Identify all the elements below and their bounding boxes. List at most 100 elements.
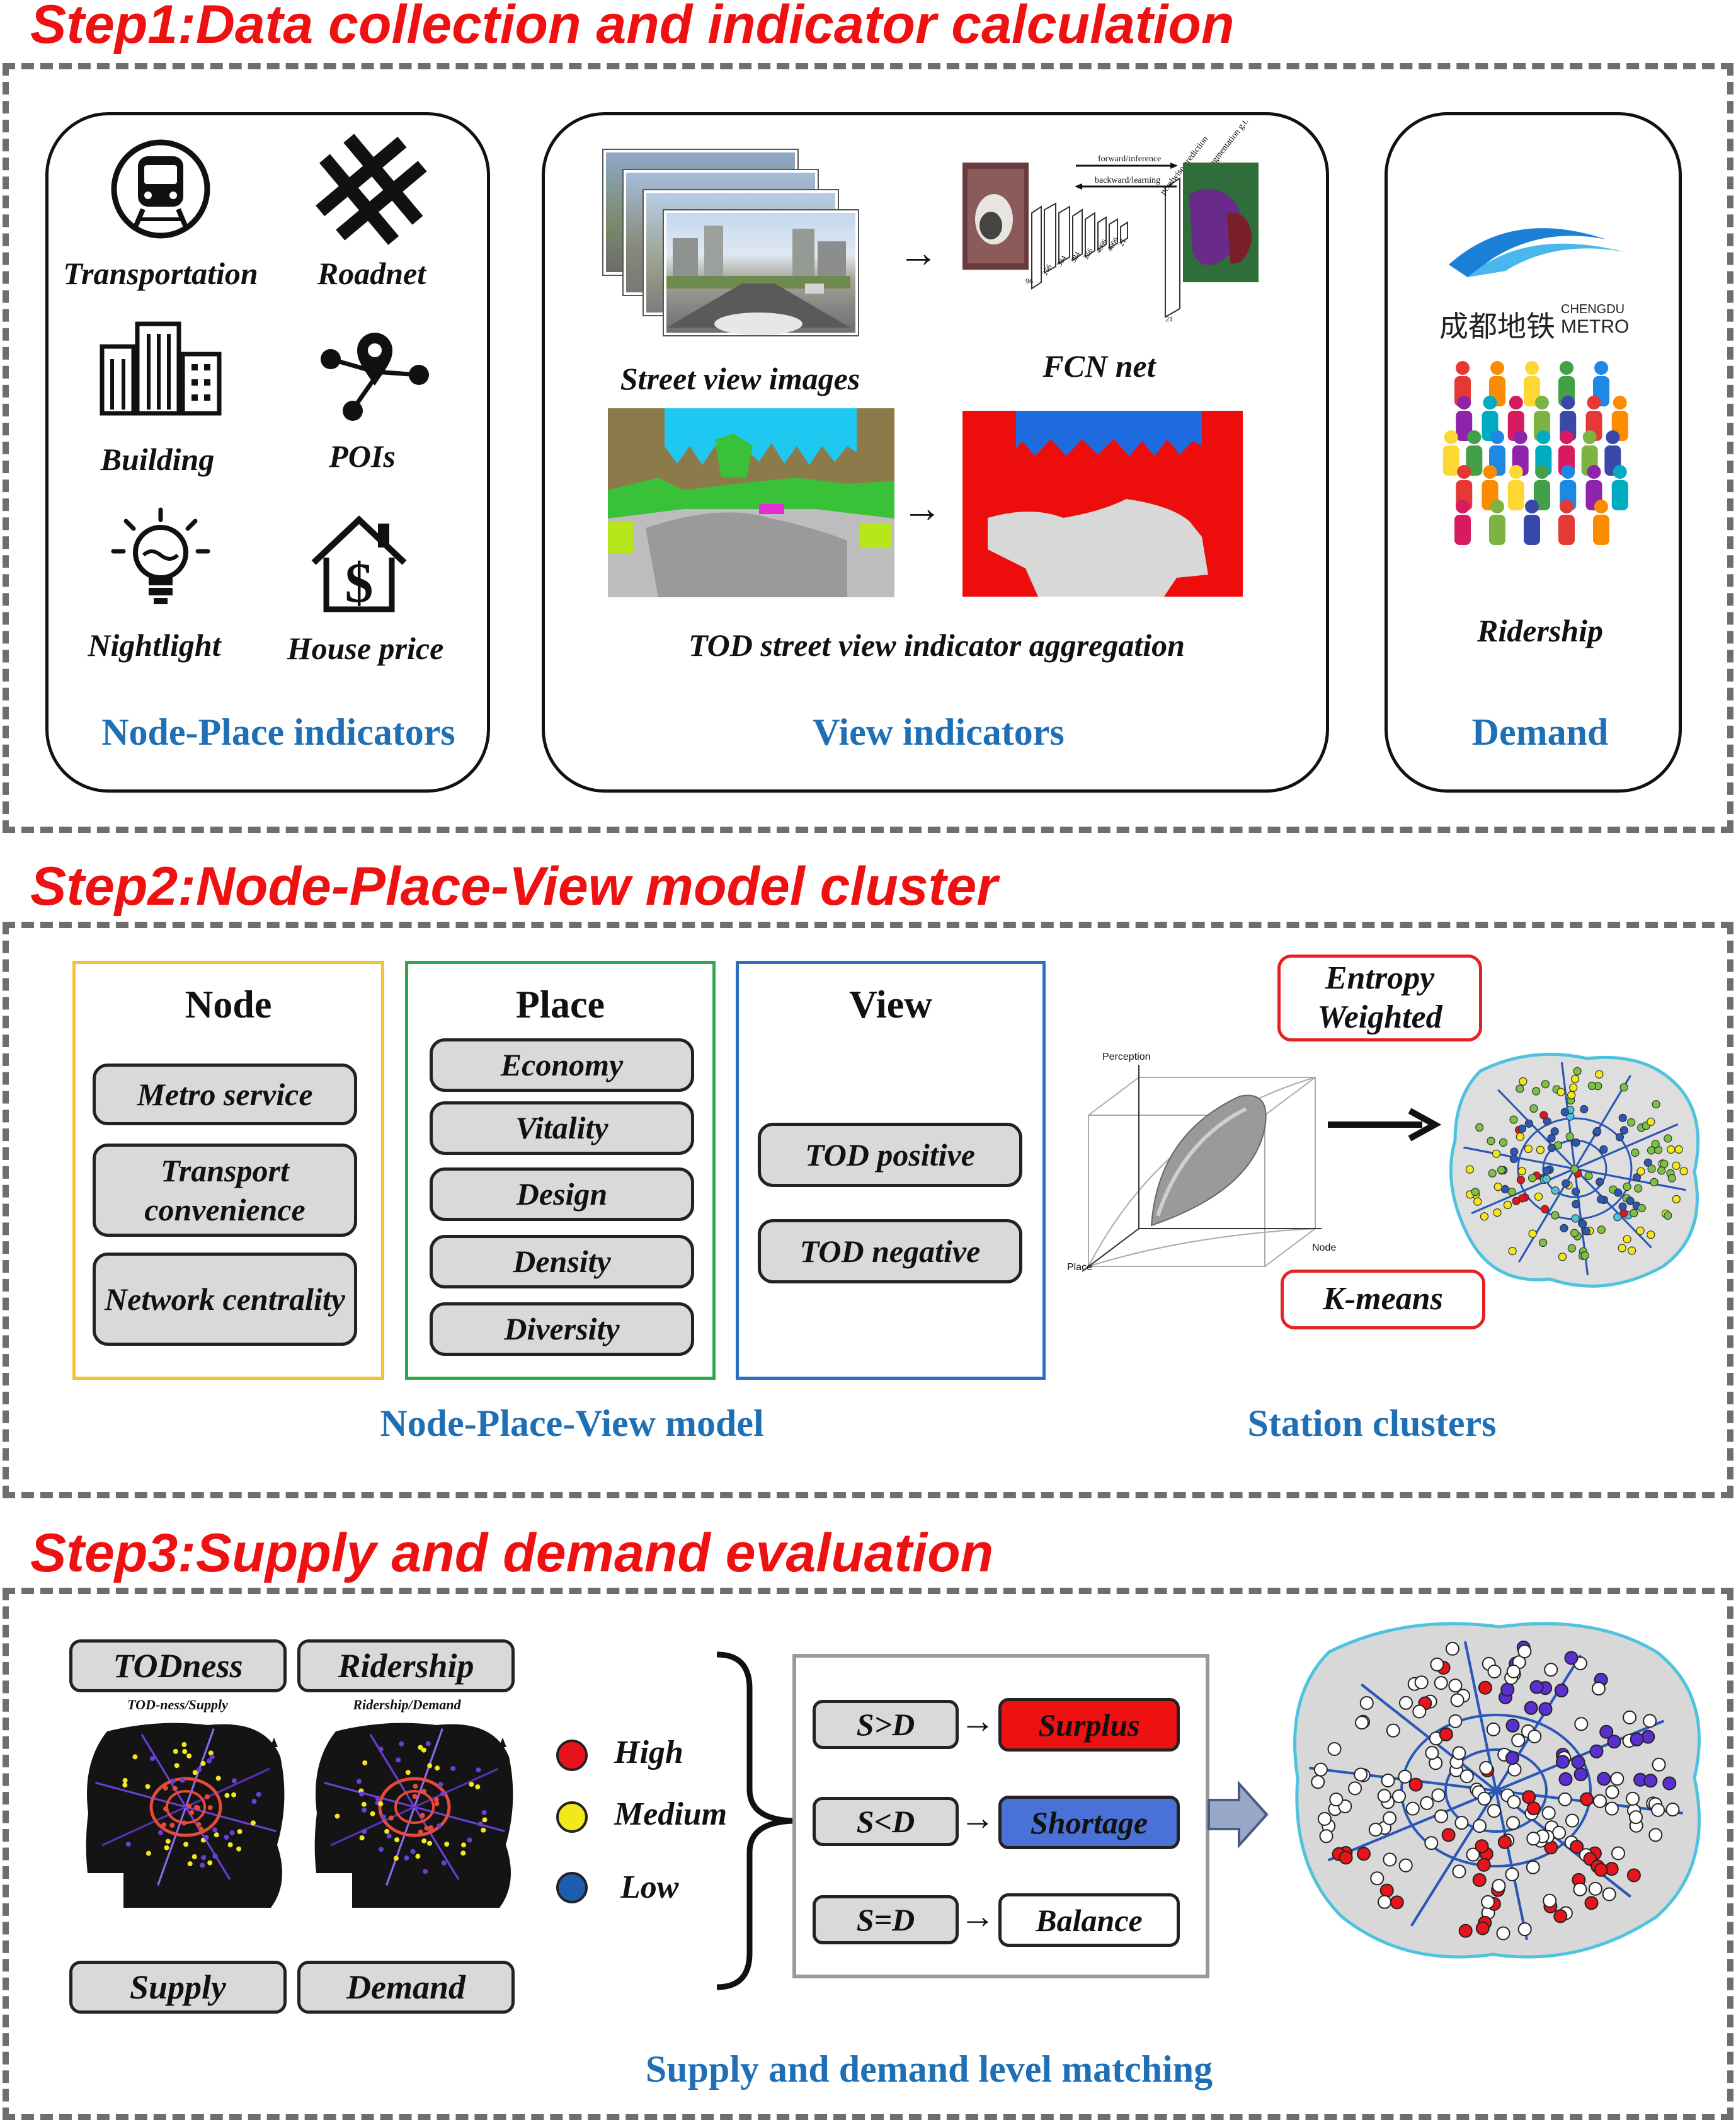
station-dot — [1519, 1077, 1528, 1086]
station-dot — [375, 1796, 380, 1801]
station-dot — [212, 1827, 218, 1833]
station-dot — [208, 1750, 214, 1756]
station-dot — [1579, 1220, 1587, 1229]
station-dot — [195, 1805, 200, 1811]
station-dot — [1591, 1682, 1606, 1696]
node-place-box — [45, 112, 490, 793]
station-dot — [1602, 1887, 1616, 1901]
demand-button: Demand — [297, 1961, 515, 2014]
s-eq-d-condition: S=D — [813, 1895, 959, 1944]
station-dot — [467, 1837, 472, 1843]
station-dot — [1651, 1803, 1665, 1817]
station-dot — [424, 1825, 430, 1831]
station-dot — [1544, 1663, 1558, 1677]
tod-positive-item: TOD positive — [758, 1123, 1022, 1187]
step1-frame — [3, 63, 1733, 833]
density-item: Density — [430, 1235, 694, 1288]
station-dot — [1628, 1246, 1636, 1255]
station-dot — [165, 1838, 171, 1844]
station-dot — [1634, 1184, 1643, 1193]
view-header: View — [849, 984, 932, 1026]
station-dot — [469, 1782, 474, 1787]
model-caption: Node-Place-View model — [380, 1402, 764, 1444]
station-dot — [1672, 1161, 1681, 1170]
station-dot — [1472, 1873, 1487, 1887]
station-dot — [1619, 1126, 1628, 1135]
station-dot — [421, 1838, 427, 1844]
station-dot — [1424, 1836, 1439, 1850]
svg-text:forward/inference: forward/inference — [1098, 154, 1161, 164]
station-dot — [359, 1835, 365, 1840]
person-icon — [1534, 465, 1550, 510]
station-dot — [1573, 1767, 1588, 1782]
station-dot — [1607, 1735, 1621, 1749]
station-dot — [423, 1869, 428, 1874]
station-dot — [404, 1855, 409, 1861]
design-item: Design — [430, 1167, 694, 1221]
station-dot — [1465, 1165, 1475, 1174]
station-dot — [231, 1792, 237, 1798]
legend-high-dot — [556, 1740, 588, 1771]
station-dot — [1448, 1678, 1463, 1693]
station-dot — [1528, 1729, 1542, 1743]
station-dot — [1526, 1801, 1541, 1816]
station-dot — [1562, 1179, 1570, 1188]
station-dot — [224, 1835, 229, 1840]
station-dot — [237, 1829, 243, 1834]
station-dot — [1524, 1144, 1533, 1153]
arrow-to-fcn: → — [898, 231, 939, 275]
station-dot — [412, 1794, 418, 1799]
station-dot — [1476, 1857, 1491, 1872]
station-dot — [1592, 1794, 1607, 1808]
station-dot — [396, 1757, 401, 1763]
station-dot — [1558, 1253, 1567, 1261]
station-dot — [1398, 1769, 1412, 1784]
station-dot — [1516, 1084, 1524, 1093]
station-dot — [1588, 1881, 1602, 1896]
station-dot — [1554, 1683, 1568, 1698]
station-dot — [1643, 1774, 1658, 1788]
station-dot — [1570, 1229, 1579, 1237]
metro-logo-cn: 成都地铁 — [1439, 309, 1555, 343]
station-dot — [357, 1779, 362, 1784]
station-dot — [170, 1778, 176, 1784]
station-dot — [1618, 1202, 1627, 1211]
metro-service-item: Metro service — [93, 1064, 357, 1125]
station-dot — [1596, 1195, 1606, 1204]
poi-pin-icon — [321, 333, 429, 421]
station-dot — [1524, 1700, 1538, 1715]
legend-low-dot — [556, 1872, 588, 1903]
station-dot — [125, 1842, 131, 1847]
station-dot — [200, 1862, 205, 1868]
station-dot — [1567, 1091, 1576, 1099]
supply-demand-matching-map — [1293, 1622, 1701, 1959]
station-dot — [1505, 1867, 1519, 1881]
station-dot — [1587, 1081, 1596, 1091]
station-dot — [378, 1746, 384, 1752]
nightlight-label: Nightlight — [88, 628, 221, 663]
ridership-button: Ridership — [297, 1639, 515, 1692]
station-dot — [1528, 1174, 1537, 1183]
station-dot — [1522, 1790, 1536, 1804]
station-dot — [433, 1797, 439, 1803]
station-dot — [386, 1833, 392, 1839]
station-dot — [169, 1823, 175, 1828]
station-dot — [1631, 1148, 1640, 1157]
station-dot — [1647, 1117, 1655, 1127]
station-dot — [209, 1754, 215, 1760]
station-dot — [1378, 1895, 1391, 1909]
station-dot — [207, 1805, 213, 1811]
station-dot — [1475, 1123, 1484, 1132]
station-dot — [1529, 1104, 1538, 1113]
station-dot — [1636, 1226, 1645, 1236]
station-dot — [379, 1847, 384, 1852]
station-dot — [1539, 1111, 1548, 1120]
station-dot — [196, 1821, 202, 1827]
station-dot — [145, 1784, 151, 1789]
station-dot — [1571, 1755, 1585, 1769]
station-dot — [189, 1809, 195, 1815]
station-dot — [1637, 1203, 1646, 1213]
station-dot — [1626, 1868, 1641, 1883]
station-dot — [1497, 1166, 1506, 1174]
station-dot — [1383, 1811, 1397, 1825]
